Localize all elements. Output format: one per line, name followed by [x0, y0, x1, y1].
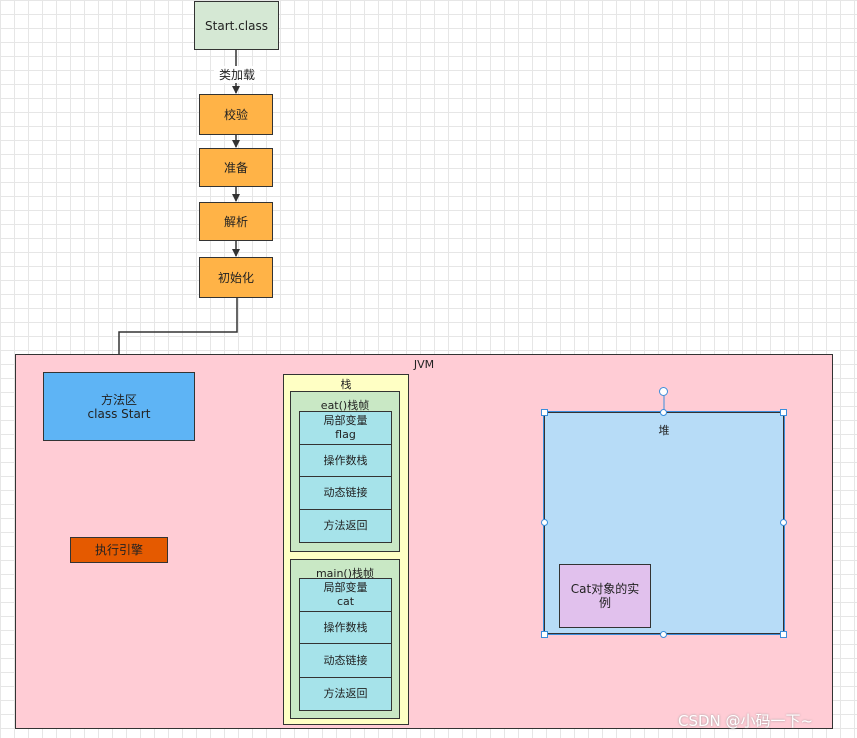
rotate-handle[interactable]	[659, 387, 668, 396]
main-frame-title: main()栈帧	[315, 567, 375, 580]
main-dynamic-link-label: 动态链接	[323, 653, 368, 667]
start-class-node[interactable]: Start.class	[194, 1, 279, 50]
heap-title: 堆	[658, 424, 670, 437]
resolve-node[interactable]: 解析	[199, 202, 273, 241]
csdn-watermark: CSDN @小码一下~	[678, 712, 814, 730]
eat-dynamic-link[interactable]: 动态链接	[299, 476, 392, 510]
execution-engine-label: 执行引擎	[94, 543, 143, 557]
cat-instance-line1: Cat对象的实	[570, 582, 640, 596]
main-local-variable-cat: cat	[336, 595, 355, 608]
resolve-label: 解析	[223, 214, 248, 229]
eat-return-address-label: 方法返回	[323, 519, 368, 532]
eat-operand-stack[interactable]: 操作数栈	[299, 444, 392, 477]
main-local-variables[interactable]: 局部变量 cat	[299, 578, 392, 612]
eat-return-address[interactable]: 方法返回	[299, 509, 392, 543]
main-return-address-label: 方法返回	[323, 687, 368, 700]
eat-local-variables[interactable]: 局部变量 flag	[299, 411, 392, 445]
method-area-title: 方法区	[100, 392, 137, 407]
verify-label: 校验	[223, 107, 248, 122]
prepare-node[interactable]: 准备	[199, 148, 273, 187]
cat-instance-node[interactable]: Cat对象的实 例	[559, 564, 651, 628]
jvm-title: JVM	[413, 358, 435, 371]
verify-node[interactable]: 校验	[199, 94, 273, 135]
main-local-variables-label: 局部变量	[323, 581, 368, 594]
eat-operand-stack-label: 操作数栈	[323, 453, 368, 467]
method-area-class: class Start	[87, 406, 151, 421]
eat-frame-title: eat()栈帧	[320, 399, 370, 412]
resize-handle-top-left[interactable]	[541, 409, 548, 416]
main-operand-stack-label: 操作数栈	[323, 620, 368, 634]
resize-handle-top-right[interactable]	[780, 409, 787, 416]
eat-dynamic-link-label: 动态链接	[323, 486, 368, 499]
init-node[interactable]: 初始化	[199, 257, 273, 298]
execution-engine-node[interactable]: 执行引擎	[70, 537, 168, 563]
resize-handle-right[interactable]	[780, 519, 787, 526]
resize-handle-bottom-left[interactable]	[541, 631, 548, 638]
main-dynamic-link[interactable]: 动态链接	[299, 643, 392, 678]
resize-handle-bottom[interactable]	[660, 631, 667, 638]
resize-handle-top[interactable]	[660, 409, 667, 416]
eat-local-variable-flag: flag	[335, 428, 356, 441]
init-label: 初始化	[217, 270, 254, 285]
eat-local-variables-label: 局部变量	[323, 414, 368, 427]
method-area-node[interactable]: 方法区 class Start	[43, 372, 195, 441]
prepare-label: 准备	[223, 160, 248, 175]
cat-instance-line2: 例	[598, 596, 611, 610]
start-class-label: Start.class	[205, 18, 268, 33]
main-return-address[interactable]: 方法返回	[299, 677, 392, 711]
stack-title: 栈	[340, 378, 352, 391]
main-operand-stack[interactable]: 操作数栈	[299, 611, 392, 644]
class-loading-edge-label: 类加载	[214, 66, 260, 83]
resize-handle-bottom-right[interactable]	[780, 631, 787, 638]
resize-handle-left[interactable]	[541, 519, 548, 526]
